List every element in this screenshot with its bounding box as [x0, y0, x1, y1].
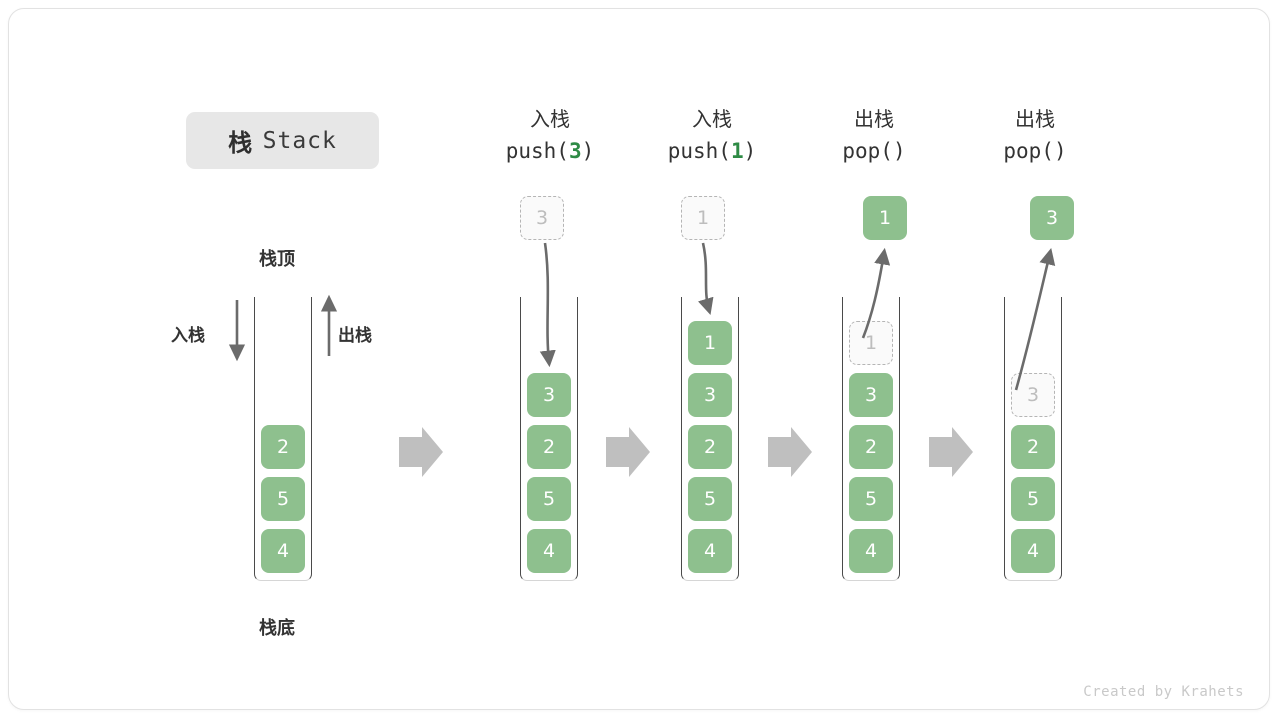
column-header-pop-3: 出栈 pop(): [945, 105, 1125, 167]
stack-cell: 5: [527, 477, 571, 521]
operation-label-cn: 出栈: [1015, 109, 1055, 131]
stack-cell: 3: [688, 373, 732, 417]
stack-tube: [1004, 297, 1062, 581]
operation-label-cn: 入栈: [692, 109, 732, 131]
operation-label-cn: 出栈: [854, 109, 894, 131]
stack-tube: [520, 297, 578, 581]
stack-cell: 4: [849, 529, 893, 573]
title-badge: 栈 Stack: [186, 112, 379, 169]
label-pop-right: 出栈: [338, 326, 372, 345]
column-header-push-3: 入栈 push(3): [460, 105, 640, 167]
label-push-left: 入栈: [171, 326, 205, 345]
code-tail: ): [1053, 139, 1067, 163]
code-tail: ): [743, 139, 757, 163]
floating-cell-ghost: 3: [520, 196, 564, 240]
floating-cell-popped: 3: [1030, 196, 1074, 240]
operation-code: push(3): [460, 135, 640, 167]
stack-cell: 2: [849, 425, 893, 469]
stack-cell: 2: [261, 425, 305, 469]
stack-cell: 2: [688, 425, 732, 469]
stack-tube: [681, 297, 739, 581]
column-header-push-1: 入栈 push(1): [622, 105, 802, 167]
stack-cell: 2: [527, 425, 571, 469]
operation-label-cn: 入栈: [530, 109, 570, 131]
footer-credit: Created by Krahets: [1083, 684, 1244, 700]
code-arg: 1: [730, 139, 744, 163]
stack-cell-ghost: 3: [1011, 373, 1055, 417]
title-en: Stack: [262, 127, 337, 154]
code-head: pop(: [1003, 139, 1054, 163]
stack-cell: 4: [261, 529, 305, 573]
floating-cell-ghost: 1: [681, 196, 725, 240]
label-stack-top: 栈顶: [259, 249, 295, 269]
stack-cell: 2: [1011, 425, 1055, 469]
operation-code: pop(): [945, 135, 1125, 167]
operation-code: push(1): [622, 135, 802, 167]
stack-cell: 1: [688, 321, 732, 365]
stack-cell: 5: [849, 477, 893, 521]
stack-tube: [842, 297, 900, 581]
stack-cell: 5: [688, 477, 732, 521]
stack-cell: 5: [261, 477, 305, 521]
stack-cell: 3: [849, 373, 893, 417]
code-head: push(: [667, 139, 731, 163]
title-cn: 栈: [228, 130, 253, 157]
code-tail: ): [581, 139, 595, 163]
stack-cell: 4: [1011, 529, 1055, 573]
code-head: pop(: [842, 139, 893, 163]
operation-code: pop(): [784, 135, 964, 167]
label-stack-bottom: 栈底: [259, 618, 295, 638]
stack-cell: 4: [527, 529, 571, 573]
stack-cell-ghost: 1: [849, 321, 893, 365]
floating-cell-popped: 1: [863, 196, 907, 240]
stack-tube: [254, 297, 312, 581]
stack-cell: 5: [1011, 477, 1055, 521]
code-arg: 3: [568, 139, 582, 163]
stack-cell: 3: [527, 373, 571, 417]
stack-cell: 4: [688, 529, 732, 573]
code-tail: ): [892, 139, 906, 163]
column-header-pop-1: 出栈 pop(): [784, 105, 964, 167]
code-head: push(: [505, 139, 569, 163]
